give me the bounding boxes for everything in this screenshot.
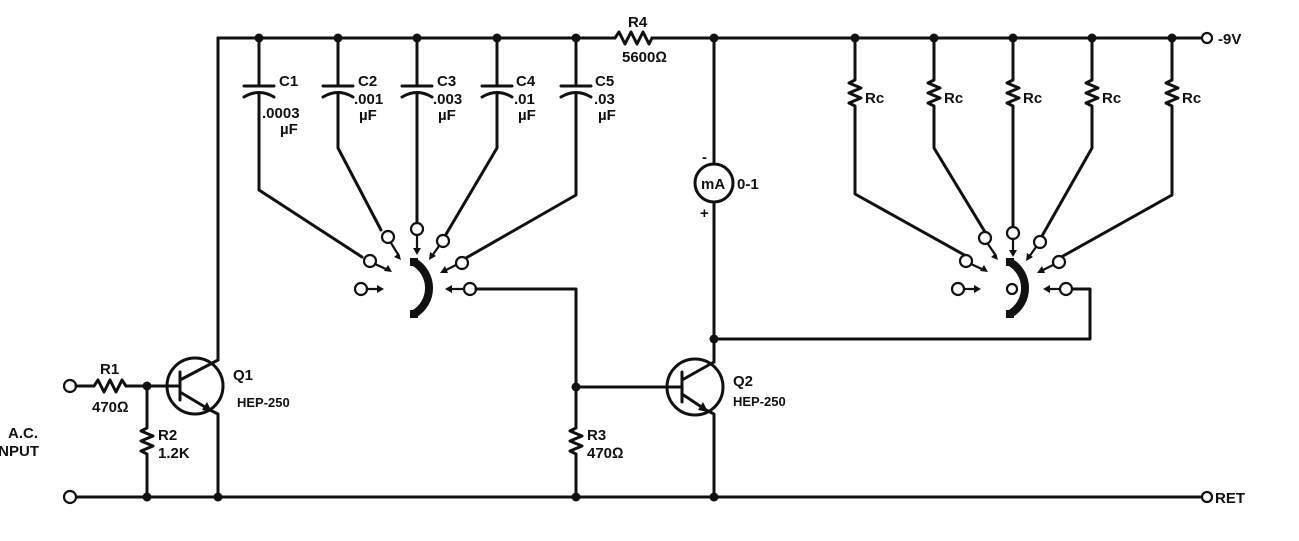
c3-name: C3 <box>437 73 456 90</box>
meter-minus: - <box>702 149 707 166</box>
c3-unit: µF <box>438 107 456 124</box>
rc-label-1: Rc <box>865 90 884 107</box>
resistor-r3 <box>568 385 584 499</box>
capacitor-c5 <box>464 36 593 260</box>
capacitor-c3 <box>400 36 434 225</box>
rc-label-3: Rc <box>1023 90 1042 107</box>
resistor-rc-2 <box>926 36 987 234</box>
r1-name: R1 <box>100 361 119 378</box>
terminal-minus-9v <box>1200 31 1214 45</box>
transistor-q2 <box>574 337 725 499</box>
c5-name: C5 <box>595 73 614 90</box>
terminal-input-top <box>62 378 78 394</box>
rail-label: -9V <box>1218 31 1241 48</box>
meter-symbol: mA <box>701 176 725 193</box>
capacitor-bank <box>242 36 593 260</box>
terminal-input-bottom <box>62 489 78 505</box>
r2-name: R2 <box>158 427 177 444</box>
rc-label-2: Rc <box>944 90 963 107</box>
input-label-line1: A.C. <box>8 425 38 442</box>
r3-name: R3 <box>587 427 606 444</box>
rc-label-4: Rc <box>1102 90 1121 107</box>
milliammeter <box>693 36 1092 341</box>
r2-value: 1.2K <box>158 445 190 462</box>
resistor-rc-1 <box>847 36 970 259</box>
c4-unit: µF <box>518 107 536 124</box>
c1-unit: µF <box>280 121 298 138</box>
rotary-switch-1 <box>353 221 578 389</box>
resistor-rc-3 <box>1005 36 1021 229</box>
resistor-r1 <box>92 378 128 394</box>
input-label-line2: INPUT <box>0 443 39 460</box>
capacitor-c2 <box>321 36 383 232</box>
c2-unit: µF <box>359 107 377 124</box>
c1-name: C1 <box>279 73 298 90</box>
resistor-rc-5 <box>1061 36 1180 258</box>
c5-unit: µF <box>598 107 616 124</box>
capacitor-c4 <box>443 36 514 238</box>
q2-type: HEP-250 <box>733 394 786 409</box>
junction-dots <box>142 33 1177 502</box>
c4-value: .01 <box>514 91 535 108</box>
transistor-q1 <box>165 36 225 499</box>
terminal-ret <box>1200 490 1214 504</box>
c1-value: .0003 <box>262 105 300 122</box>
meter-range: 0-1 <box>737 176 759 193</box>
c2-value: .001 <box>354 91 383 108</box>
rotary-switch-2 <box>950 225 1074 318</box>
resistor-r4 <box>613 30 654 46</box>
rc-label-5: Rc <box>1182 90 1201 107</box>
input-section <box>62 378 182 499</box>
resistor-r2 <box>139 384 155 499</box>
c2-name: C2 <box>358 73 377 90</box>
c4-name: C4 <box>516 73 536 90</box>
q1-name: Q1 <box>233 367 253 384</box>
q2-name: Q2 <box>733 373 753 390</box>
resistor-rc-4 <box>1040 36 1100 238</box>
r4-value: 5600Ω <box>622 49 667 66</box>
meter-plus: + <box>700 205 709 222</box>
r3-value: 470Ω <box>587 445 624 462</box>
q1-type: HEP-250 <box>237 395 290 410</box>
capacitor-c1 <box>242 36 364 259</box>
c5-value: .03 <box>594 91 615 108</box>
c3-value: .003 <box>433 91 462 108</box>
return-label: RET <box>1215 490 1245 507</box>
bottom-rail <box>62 489 1214 505</box>
rc-resistor-bank <box>847 36 1180 259</box>
r1-value: 470Ω <box>92 399 129 416</box>
r4-name: R4 <box>628 14 648 31</box>
